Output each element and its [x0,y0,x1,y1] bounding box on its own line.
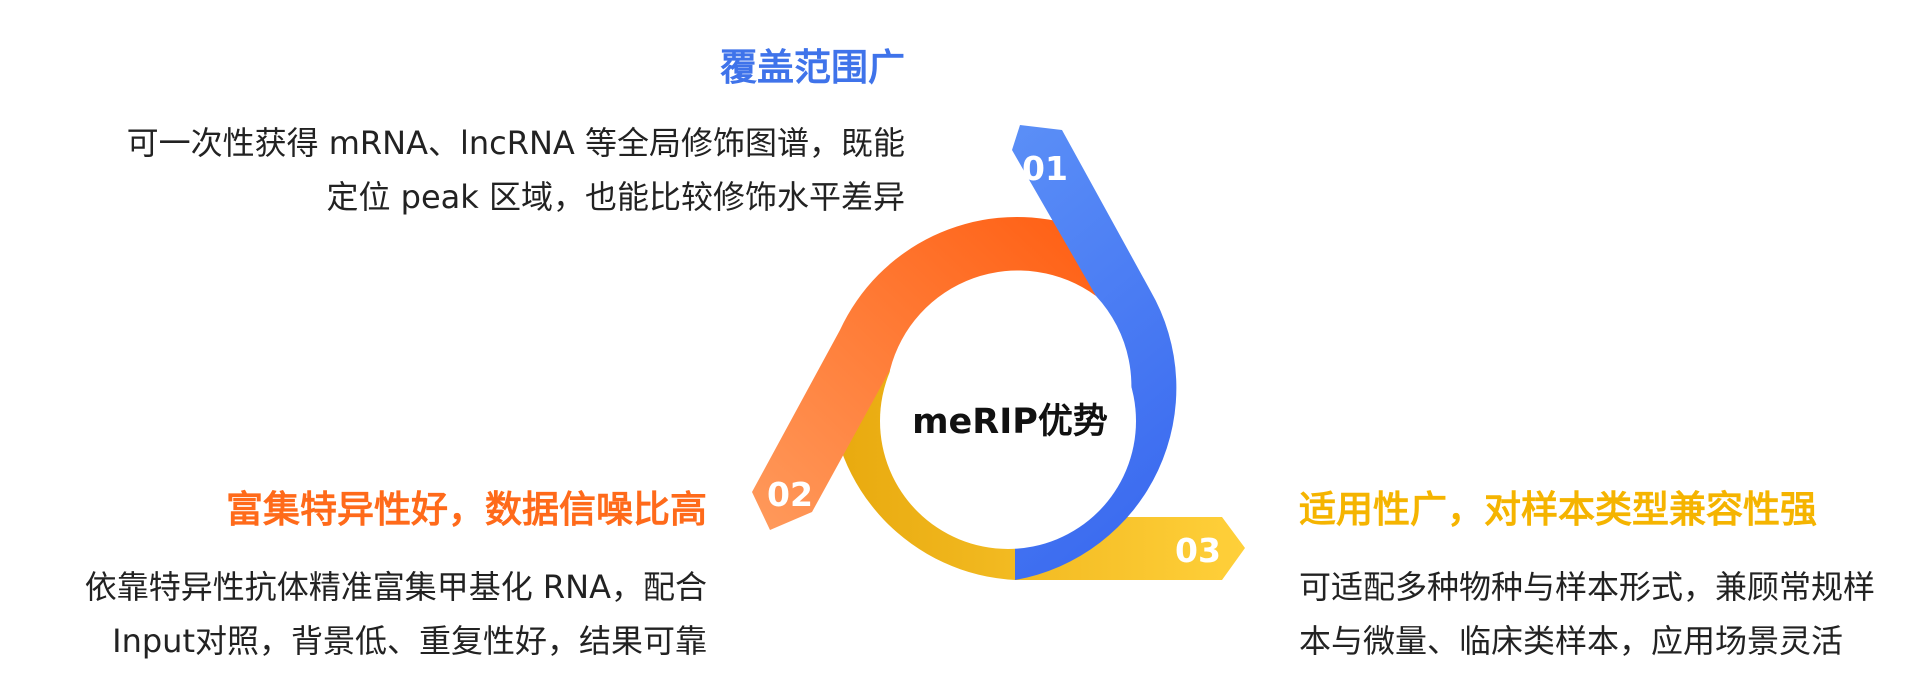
item-02-line-1: 依靠特异性抗体精准富集甲基化 RNA，配合 [84,568,707,606]
segment-01-arrow [1012,125,1177,580]
number-02: 02 [767,475,813,514]
number-01: 01 [1022,149,1068,188]
item-03-title: 适用性广，对样本类型兼容性强 [1299,488,1817,531]
center-disc [880,293,1136,549]
item-03-line-2: 本与微量、临床类样本，应用场景灵活 [1299,622,1844,660]
item-02-title: 富集特异性好，数据信噪比高 [226,488,707,531]
item-03-description: 可适配多种物种与样本形式，兼顾常规样 本与微量、临床类样本，应用场景灵活 [1299,560,1875,668]
item-01-line-1: 可一次性获得 mRNA、lncRNA 等全局修饰图谱，既能 [126,124,905,162]
item-02-description: 依靠特异性抗体精准富集甲基化 RNA，配合 Input对照，背景低、重复性好，结… [85,560,707,668]
number-03: 03 [1175,531,1221,570]
segment-02-arrow [752,216,1096,531]
center-label: meRIP优势 [912,402,1108,442]
item-01-description: 可一次性获得 mRNA、lncRNA 等全局修饰图谱，既能 定位 peak 区域… [127,116,905,224]
item-01-title: 覆盖范围广 [720,46,905,89]
segment-03-arrow [829,370,1245,580]
item-01-line-2: 定位 peak 区域，也能比较修饰水平差异 [326,178,906,216]
item-02-line-2: Input对照，背景低、重复性好，结果可靠 [112,622,707,660]
item-03-line-1: 可适配多种物种与样本形式，兼顾常规样 [1299,568,1876,606]
